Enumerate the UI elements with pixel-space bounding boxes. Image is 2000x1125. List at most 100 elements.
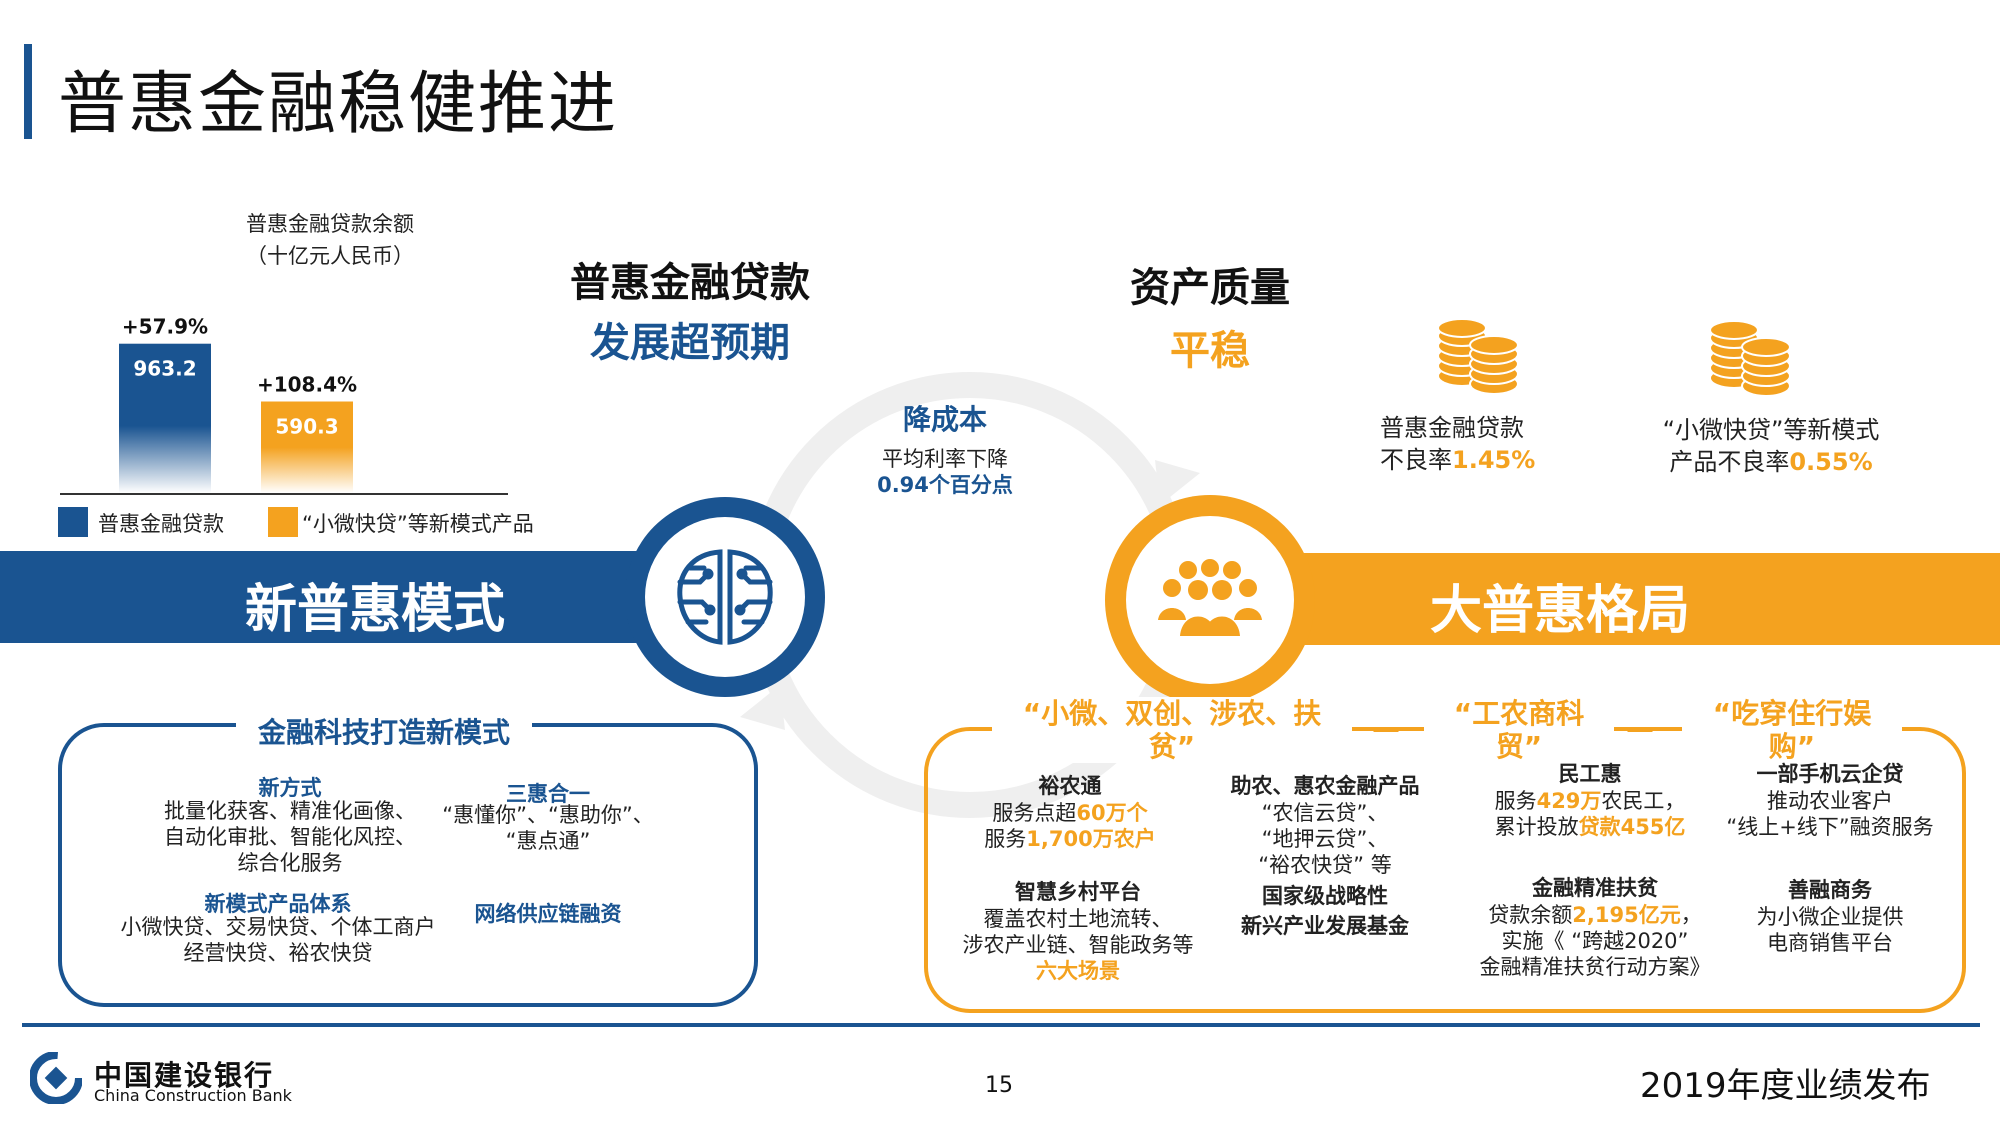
npl-new-model-line1: “小微快贷”等新模式 (1662, 416, 1880, 444)
segment-dash: — (1372, 712, 1400, 745)
legend-swatch-blue (58, 507, 88, 537)
fintech-model-label: 金融科技打造新模式 (236, 711, 533, 751)
report-title: 2019年度业绩发布 (1640, 1066, 1931, 1106)
circuit-brain-icon (677, 549, 773, 645)
agri-products-line: “裕农快贷” 等 (1258, 853, 1392, 877)
product-system-line: 经营快贷、裕农快贷 (183, 941, 373, 965)
poverty-line2: 实施《 “跨越2020” (1501, 929, 1689, 953)
legend-label-inclusive-loan: 普惠金融贷款 (98, 512, 224, 536)
new-way-line: 自动化审批、智能化风控、 (164, 825, 416, 849)
phone-cloud-loan-title: 一部手机云企贷 (1756, 762, 1904, 786)
banner-new-model (0, 551, 690, 643)
banner-new-model-label: 新普惠模式 (245, 580, 506, 640)
bar-0 (119, 343, 211, 493)
poverty-l1-value: 2,195亿元 (1572, 903, 1681, 927)
migrant-l2-value: 贷款455亿 (1578, 815, 1686, 839)
yunongtong-l1-value: 60万个 (1076, 801, 1148, 825)
page-number: 15 (985, 1073, 1013, 1098)
network-supply-chain-title: 网络供应链融资 (474, 902, 622, 926)
legend-swatch-orange (268, 507, 298, 537)
ecommerce-title: 善融商务 (1788, 878, 1872, 902)
segment-label-micro-line1: “小微、双创、涉农、扶 (1022, 697, 1322, 730)
product-system-title: 新模式产品体系 (204, 892, 352, 916)
cost-line1: 平均利率下降 (882, 447, 1008, 471)
yunongtong-l1-prefix: 服务点超 (992, 801, 1077, 825)
agri-products-block: 助农、惠农金融产品 “农信云贷”、 “地押云贷”、 “裕农快贷” 等 (1200, 770, 1450, 878)
new-way-title: 新方式 (258, 776, 322, 800)
three-in-one-line: “惠点通” (505, 829, 591, 853)
npl-new-model: “小微快贷”等新模式 产品不良率0.55% (1626, 414, 1916, 478)
migrant-l1-prefix: 服务 (1494, 789, 1537, 813)
cost-title: 降成本 (902, 403, 987, 436)
agri-products-line: “地押云贷”、 (1261, 827, 1389, 851)
three-in-one-desc: “惠懂你”、“惠助你”、 “惠点通” (418, 802, 678, 854)
ecommerce-line: 为小微企业提供 (1756, 905, 1904, 929)
migrant-l2-prefix: 累计投放 (1494, 815, 1579, 839)
smart-village-value: 六大场景 (1036, 959, 1120, 983)
npl-inclusive-line2: 不良率1.45% (1380, 444, 1570, 476)
agri-products-line: “农信云贷”、 (1261, 801, 1389, 825)
product-system-desc: 小微快贷、交易快贷、个体工商户 经营快贷、裕农快贷 (100, 914, 456, 966)
migrant-l1-suffix: 农民工， (1601, 789, 1686, 813)
npl-new-model-line2: 产品不良率0.55% (1626, 446, 1916, 478)
strategic-fund-title-line2: 新兴产业发展基金 (1241, 914, 1409, 938)
phone-cloud-loan-line: “线上+线下”融资服务 (1726, 815, 1934, 839)
cost-line2: 0.94个百分点 (877, 473, 1013, 497)
bar-value-label-0: 963.2 (133, 357, 196, 381)
poverty-l1-prefix: 贷款余额 (1488, 903, 1573, 927)
smart-village-block: 智慧乡村平台 覆盖农村土地流转、 涉农产业链、智能政务等 六大场景 (948, 876, 1208, 984)
segment-label-sectors-line2: 贸” (1495, 730, 1543, 763)
migrant-worker-block: 民工惠 服务429万农民工， 累计投放贷款455亿 (1470, 758, 1710, 840)
yunongtong-block: 裕农通 服务点超60万个 服务1,700万农户 (960, 770, 1180, 852)
ccb-logo-icon (30, 1052, 82, 1104)
npl-new-model-value: 0.55% (1789, 448, 1873, 476)
segment-label-sectors-line1: “工农商科 (1453, 697, 1585, 730)
strategic-fund-title-line1: 国家级战略性 (1262, 884, 1388, 908)
smart-village-line: 覆盖农村土地流转、 (983, 907, 1173, 931)
npl-inclusive-value: 1.45% (1452, 446, 1536, 474)
bar-growth-label-1: +108.4% (257, 373, 357, 397)
segment-label-micro-line2: 贫” (1148, 730, 1196, 763)
people-circle-inner (1126, 516, 1294, 684)
npl-inclusive-line1: 普惠金融贷款 (1380, 414, 1524, 442)
loan-heading-line2: 发展超预期 (590, 320, 790, 366)
fintech-circle-inner (645, 517, 805, 677)
poverty-alleviation-block: 金融精准扶贫 贷款余额2,195亿元， 实施《 “跨越2020” 金融精准扶贫行… (1460, 872, 1730, 980)
legend-label-new-model-products: “小微快贷”等新模式产品 (302, 512, 534, 536)
new-way-desc: 批量化获客、精准化画像、 自动化审批、智能化风控、 综合化服务 (140, 798, 440, 876)
poverty-l1-suffix: ， (1680, 903, 1702, 927)
phone-cloud-loan-line: 推动农业客户 (1767, 789, 1893, 813)
agri-products-title: 助农、惠农金融产品 (1230, 774, 1420, 798)
segment-label-consumer-line2: 购” (1768, 730, 1816, 763)
asset-heading-line2: 平稳 (1170, 328, 1250, 374)
bank-name-en: China Construction Bank (94, 1086, 292, 1105)
smart-village-title: 智慧乡村平台 (1015, 880, 1141, 904)
bar-growth-label-0: +57.9% (122, 315, 208, 339)
strategic-fund-block: 国家级战略性 新兴产业发展基金 (1210, 880, 1440, 940)
segment-label-sectors: “工农商科 贸” (1424, 697, 1614, 763)
three-in-one-title: 三惠合一 (506, 782, 590, 806)
poverty-line3: 金融精准扶贫行动方案》 (1479, 955, 1711, 979)
migrant-worker-title: 民工惠 (1558, 762, 1622, 786)
migrant-l1-value: 429万 (1536, 789, 1602, 813)
segment-label-consumer-line1: “吃穿住行娱 (1712, 697, 1872, 730)
bar-1 (261, 401, 353, 493)
segment-label-micro: “小微、双创、涉农、扶 贫” (992, 697, 1352, 763)
product-system-line: 小微快贷、交易快贷、个体工商户 (120, 915, 436, 939)
coins-icon (1437, 318, 1519, 395)
page-title: 普惠金融稳健推进 (58, 65, 619, 144)
bank-name-cn: 中国建设银行 (94, 1059, 275, 1092)
chart-title-line1: 普惠金融贷款余额 (246, 212, 414, 236)
yunongtong-l2-value: 1,700万农户 (1026, 827, 1156, 851)
chart-title-line2: （十亿元人民币） (246, 244, 414, 268)
new-way-line: 综合化服务 (237, 851, 343, 875)
chart-title: 普惠金融贷款余额 （十亿元人民币） (180, 208, 480, 272)
yunongtong-l2-prefix: 服务 (984, 827, 1027, 851)
bar-value-label-1: 590.3 (275, 415, 338, 439)
banner-big-inclusive-label: 大普惠格局 (1430, 581, 1691, 641)
smart-village-line: 涉农产业链、智能政务等 (962, 933, 1194, 957)
segment-label-consumer: “吃穿住行娱 购” (1682, 697, 1902, 763)
crowd-icon (1158, 559, 1262, 636)
three-in-one-line: “惠懂你”、“惠助你”、 (442, 803, 654, 827)
loan-balance-chart: 963.2 +57.9% 590.3 +108.4% (60, 315, 508, 495)
